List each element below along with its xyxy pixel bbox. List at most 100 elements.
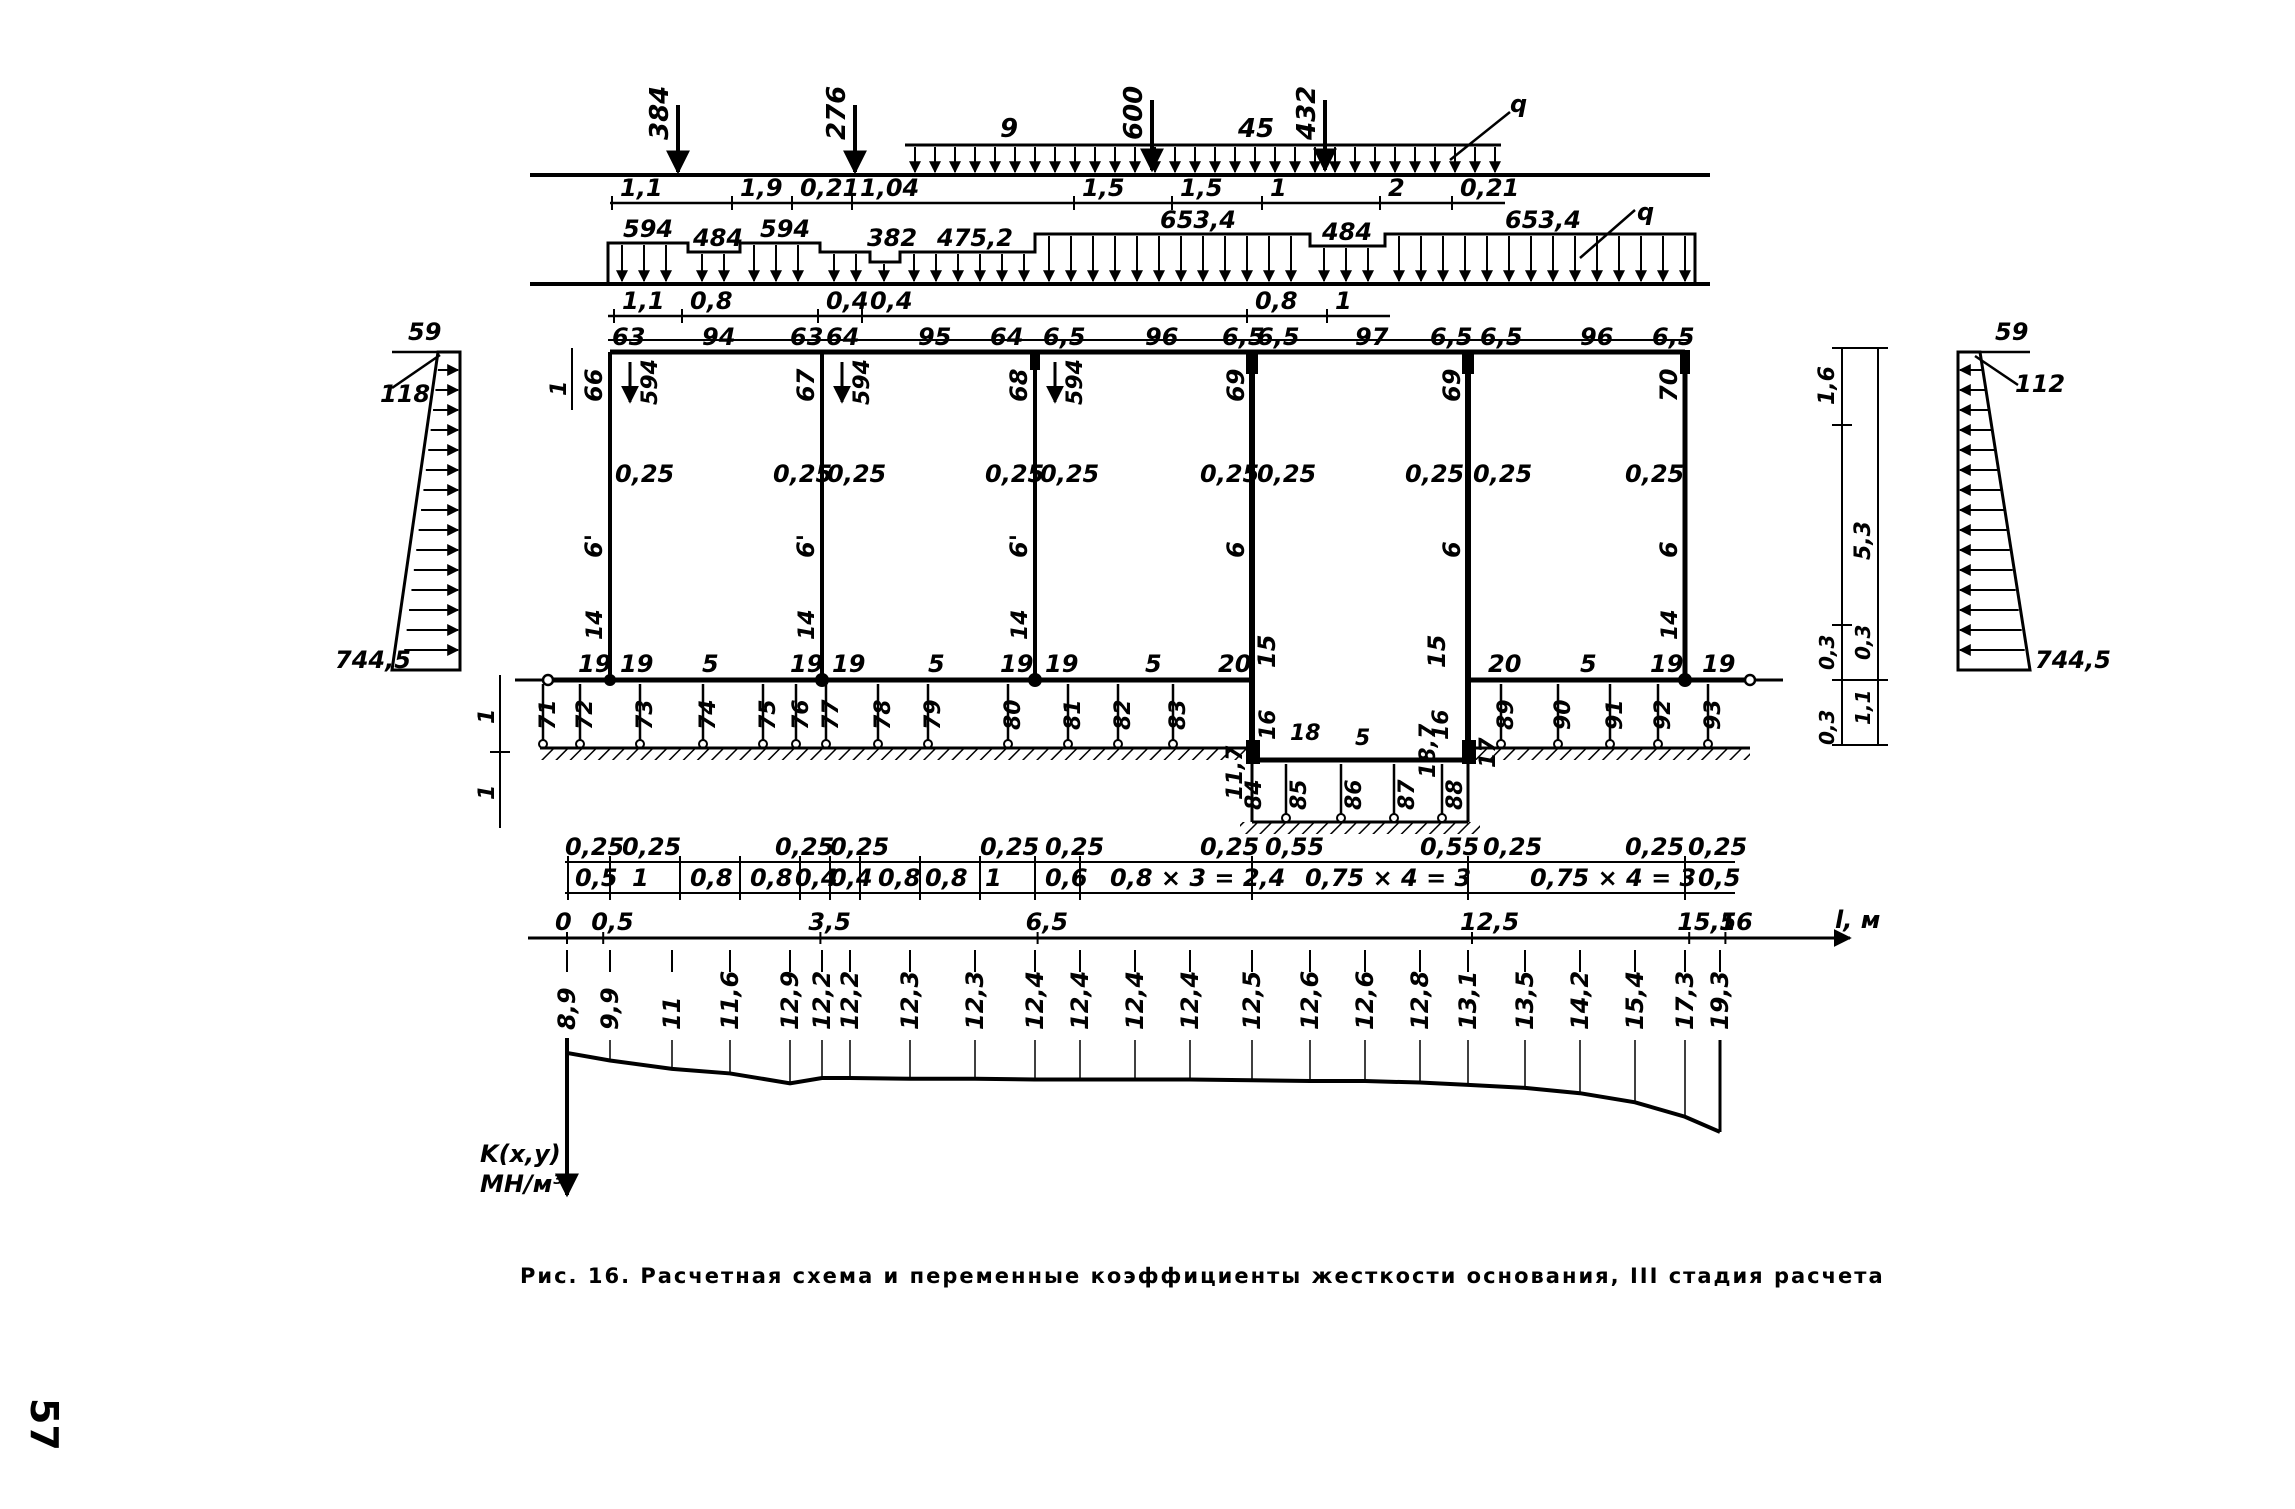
beam-label: 6,5 <box>1430 323 1473 351</box>
column-span-label: 0,25 <box>827 460 886 488</box>
stiffness-value: 12,6 <box>1296 971 1324 1030</box>
stiffness-value: 12,3 <box>961 971 989 1030</box>
column-mid-id: 6' <box>792 534 820 558</box>
dim-label: 0,3 <box>1851 625 1875 660</box>
dim-label: 0,8 <box>750 864 793 892</box>
pressure-label: 59 <box>1995 318 2028 346</box>
dim-label: 0,21 <box>800 174 859 202</box>
base-label: 15 <box>1423 635 1451 668</box>
base-label: 19 <box>832 650 865 678</box>
beam-label: 96 <box>1145 323 1178 351</box>
column-id: 69 <box>1222 369 1250 402</box>
base-label: 5 <box>702 650 719 678</box>
load-segment-label: 484 <box>692 224 743 252</box>
spring-id: 88 <box>1443 779 1468 810</box>
axis-tick-label: 15,5 <box>1677 908 1736 936</box>
column-head <box>1462 350 1474 374</box>
stiffness-value: 9,9 <box>596 987 624 1030</box>
point-load-label: 276 <box>822 86 852 140</box>
distributed-load-label: 45 <box>1237 114 1274 144</box>
dim-label: 1,6 <box>1815 366 1840 405</box>
beam-label: 63 <box>612 323 645 351</box>
load-row-2-outline <box>606 232 1697 284</box>
q-leader-line <box>1579 209 1636 259</box>
pressure-label: 744,5 <box>2035 646 2111 674</box>
base-label: 19 <box>1650 650 1683 678</box>
column-base-id: 14 <box>1008 609 1033 640</box>
base-label: 19 <box>620 650 653 678</box>
frame-node <box>1678 673 1692 687</box>
dim-label: 5,3 <box>1851 521 1876 560</box>
stiffness-value: 12,2 <box>836 971 864 1030</box>
dim-label: 1,1 <box>620 174 663 202</box>
stiffness-curve <box>566 1050 1721 1134</box>
spring-id: 86 <box>1342 779 1367 810</box>
column-id: 69 <box>1438 369 1466 402</box>
load-row-2: 594 484 594 382 475,2 653,4 484 653,4 q … <box>530 198 1710 323</box>
base-label: 5 <box>1580 650 1597 678</box>
base-label: 5 <box>1145 650 1162 678</box>
dim-label: 1 <box>1270 174 1287 202</box>
pressure-leader-line <box>391 353 441 390</box>
axis-tick-label: 16 <box>1719 908 1752 936</box>
figure-caption: Рис. 16. Расчетная схема и переменные ко… <box>520 1264 1885 1288</box>
base-label: 20 <box>1488 650 1521 678</box>
pressure-label: 59 <box>408 318 441 346</box>
spring-id: 74 <box>696 699 721 730</box>
column-load-label: 594 <box>638 359 663 405</box>
stiffness-value: 12,6 <box>1351 971 1379 1030</box>
point-load-label: 384 <box>645 86 675 140</box>
beam-label: 6,5 <box>1222 323 1265 351</box>
load-segment-label: 653,4 <box>1505 206 1581 234</box>
column-span-label: 0,25 <box>1625 460 1684 488</box>
column-span-label: 0,25 <box>615 460 674 488</box>
load-segment-label: 475,2 <box>936 224 1013 252</box>
beam-label: 6,5 <box>1043 323 1086 351</box>
support-hinge <box>1743 673 1757 687</box>
column-span-label: 0,25 <box>1040 460 1099 488</box>
column-load-label: 594 <box>850 359 875 405</box>
column-base-id: 14 <box>795 609 820 640</box>
column-id: 70 <box>1655 369 1683 402</box>
stiffness-value: 8,9 <box>553 987 581 1030</box>
column-span-label: 0,25 <box>1473 460 1532 488</box>
load-segment-label: 594 <box>760 215 810 243</box>
dim-label: 0,25 <box>1483 833 1542 861</box>
ground-hatch <box>540 748 1252 760</box>
stiffness-chart <box>566 950 1722 1134</box>
beam-label: 6,5 <box>1257 323 1300 351</box>
point-load-label: 600 <box>1119 86 1149 140</box>
point-load-label: 432 <box>1292 86 1322 141</box>
spring-id: 80 <box>1001 699 1026 730</box>
dim-label: 0,8 <box>878 864 921 892</box>
distributed-load-label: 9 <box>1000 114 1018 144</box>
dim-label: 0,75 × 4 = 3 <box>1530 864 1696 892</box>
column-head <box>1246 350 1258 374</box>
spring-id: 71 <box>536 699 561 730</box>
stiffness-value: 12,2 <box>808 971 836 1030</box>
spring-hinge <box>1281 813 1291 823</box>
distributed-load-arrows <box>909 147 1501 174</box>
dim-label: 1,5 <box>1082 174 1125 202</box>
dim-label: 1 <box>475 785 500 800</box>
beam-label: 96 <box>1580 323 1613 351</box>
dim-label: 0,8 <box>1255 287 1298 315</box>
beam-label: 6,5 <box>1652 323 1695 351</box>
base-label: 19 <box>1045 650 1078 678</box>
dim-label: 1,9 <box>740 174 783 202</box>
frame-node <box>815 673 829 687</box>
stiffness-value: 12,4 <box>1021 971 1049 1030</box>
dim-label: 0,25 <box>775 833 834 861</box>
load-segment-label: 484 <box>1321 218 1372 246</box>
beam-label: 97 <box>1355 323 1389 351</box>
stiffness-value: 11,6 <box>716 971 744 1030</box>
dim-label: 1,04 <box>860 174 919 202</box>
frame-node <box>1028 673 1042 687</box>
pit-label: 16 <box>1256 709 1281 740</box>
dim-label: 1,1 <box>622 287 665 315</box>
q-leader-line <box>1449 111 1511 161</box>
spring-id: 92 <box>1651 699 1676 730</box>
column-span-label: 0,25 <box>985 460 1044 488</box>
